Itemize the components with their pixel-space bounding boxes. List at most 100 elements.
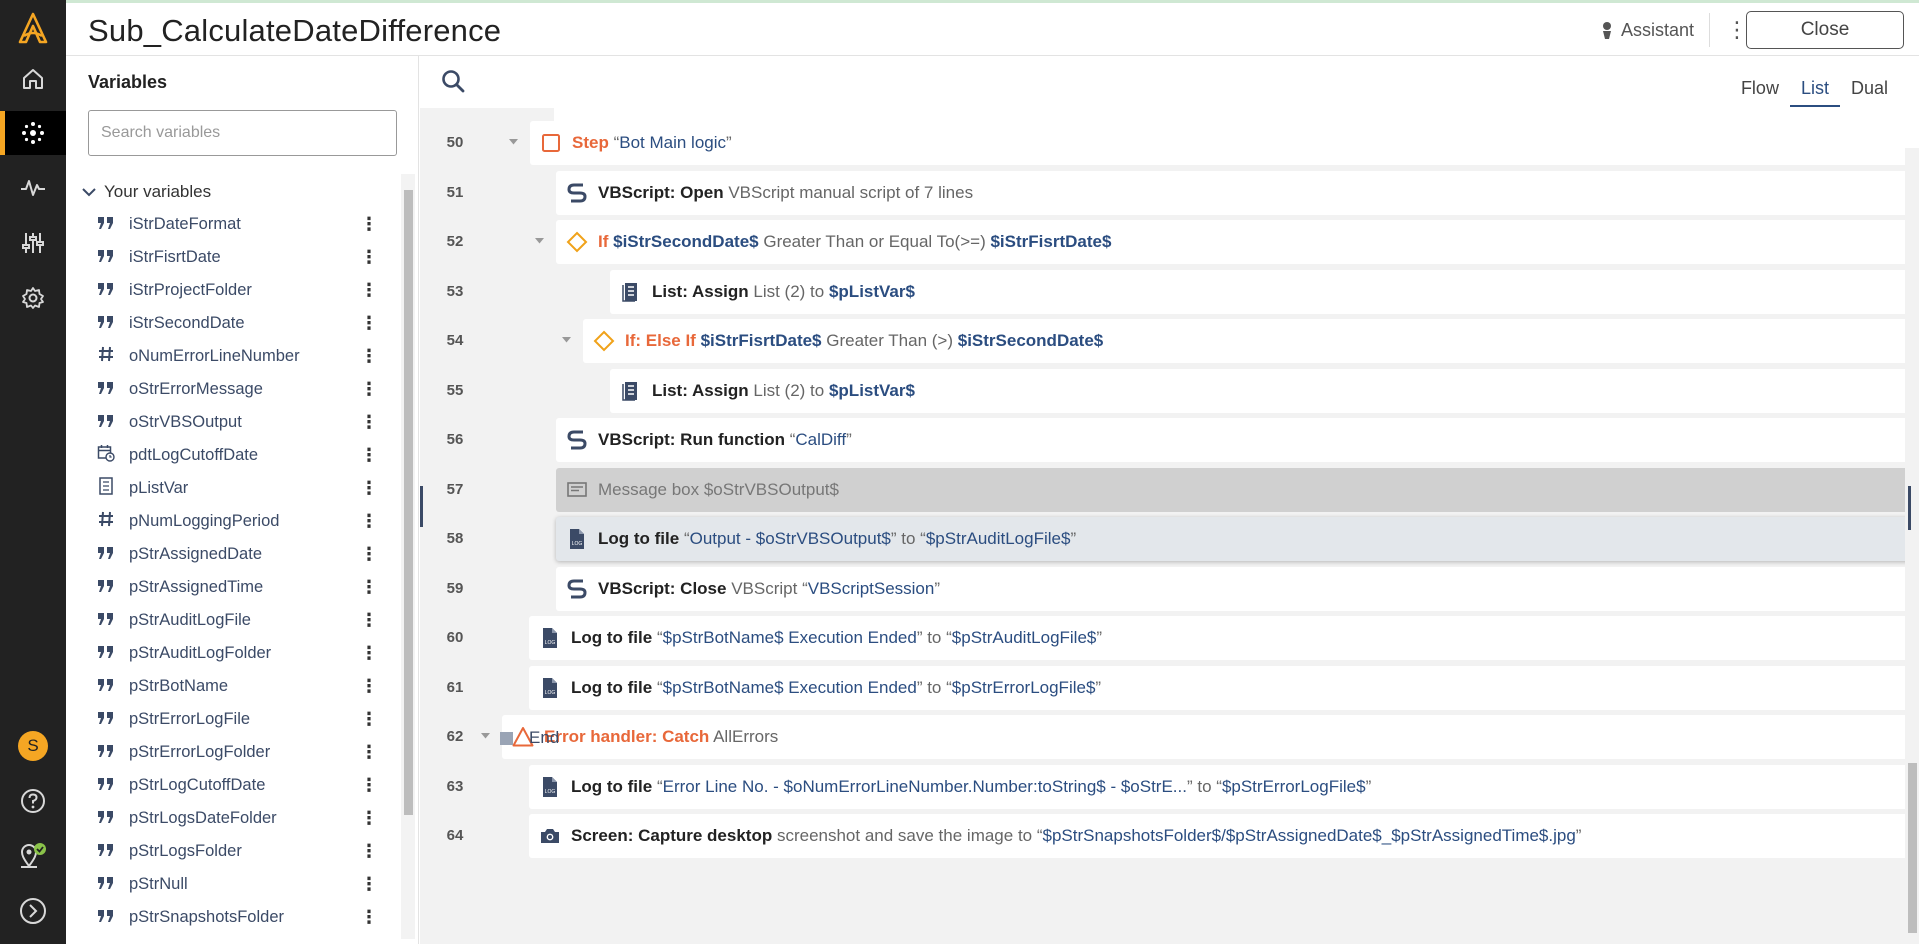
- search-icon[interactable]: [440, 68, 468, 96]
- variable-item[interactable]: iStrFisrtDate ⋮: [66, 241, 396, 274]
- variable-item[interactable]: oStrErrorMessage ⋮: [66, 373, 396, 406]
- variable-menu-icon[interactable]: ⋮: [360, 709, 378, 729]
- variable-item[interactable]: pStrAssignedDate⋮: [66, 538, 396, 571]
- collapse-chevron-icon[interactable]: [508, 135, 519, 149]
- variable-name: oStrErrorMessage: [129, 380, 263, 398]
- variable-menu-icon[interactable]: ⋮: [360, 907, 378, 927]
- your-variables-toggle[interactable]: Your variables: [82, 182, 211, 202]
- variable-item[interactable]: pStrBotName⋮: [66, 670, 396, 703]
- collapse-chevron-icon[interactable]: [534, 234, 545, 248]
- assistant-button[interactable]: Assistant: [1601, 20, 1694, 41]
- variable-item[interactable]: pStrLogsDateFolder⋮: [66, 802, 396, 835]
- variable-menu-icon[interactable]: ⋮: [360, 874, 378, 894]
- statement-row[interactable]: Error handler: Catch AllErrors: [502, 715, 1919, 759]
- variable-menu-icon[interactable]: ⋮: [360, 775, 378, 795]
- variable-item[interactable]: pStrErrorLogFolder⋮: [66, 736, 396, 769]
- variable-menu-icon[interactable]: ⋮: [360, 346, 378, 366]
- manage-sliders-icon[interactable]: [0, 221, 66, 265]
- variable-item[interactable]: pListVar⋮: [66, 472, 396, 505]
- end-label: End: [529, 728, 560, 747]
- variable-menu-icon[interactable]: ⋮: [360, 610, 378, 630]
- more-options-icon[interactable]: ⋮: [1726, 17, 1748, 42]
- collapse-chevron-icon[interactable]: [480, 729, 491, 743]
- statement-text: Error Line No. - $oNumErrorLineNumber.Nu…: [662, 777, 1187, 796]
- variable-item[interactable]: iStrDateFormat⋮: [66, 208, 396, 241]
- statement-row[interactable]: Message box $oStrVBSOutput$: [556, 468, 1919, 512]
- variable-item[interactable]: oStrVBSOutput ⋮: [66, 406, 396, 439]
- variable-menu-icon[interactable]: ⋮: [360, 379, 378, 399]
- variable-menu-icon[interactable]: ⋮: [360, 478, 378, 498]
- header-divider: [1709, 13, 1710, 47]
- variable-item[interactable]: oNumErrorLineNumber⋮: [66, 340, 396, 373]
- variable-item[interactable]: pStrNull⋮: [66, 868, 396, 901]
- variable-item[interactable]: iStrProjectFolder⋮: [66, 274, 396, 307]
- variable-name: iStrFisrtDate: [129, 248, 221, 266]
- variable-menu-icon[interactable]: ⋮: [360, 445, 378, 465]
- automation-anywhere-logo-icon[interactable]: [0, 4, 66, 52]
- variable-item[interactable]: pStrErrorLogFile⋮: [66, 703, 396, 736]
- variable-item[interactable]: pStrAuditLogFolder⋮: [66, 637, 396, 670]
- statement-row[interactable]: If $iStrSecondDate$ Greater Than or Equa…: [556, 220, 1919, 264]
- svg-text:LOG: LOG: [572, 541, 583, 547]
- statement-row[interactable]: List: Assign List (2) to $pListVar$: [610, 369, 1919, 413]
- tab-list[interactable]: List: [1789, 78, 1840, 107]
- statement-row[interactable]: If: Else If $iStrFisrtDate$ Greater Than…: [583, 319, 1919, 363]
- settings-gear-icon[interactable]: [0, 276, 66, 320]
- variable-item[interactable]: pNumLoggingPeriod⋮: [66, 505, 396, 538]
- svg-text:LOG: LOG: [545, 640, 556, 646]
- location-check-icon[interactable]: [0, 834, 66, 878]
- collapse-chevron-icon[interactable]: [561, 333, 572, 347]
- help-icon[interactable]: [0, 779, 66, 823]
- variable-name: oStrVBSOutput: [129, 413, 242, 431]
- close-button[interactable]: Close: [1746, 11, 1904, 49]
- home-icon[interactable]: [0, 57, 66, 101]
- variable-item[interactable]: iStrSecondDate⋮: [66, 307, 396, 340]
- variable-item[interactable]: pStrAuditLogFile⋮: [66, 604, 396, 637]
- tab-flow[interactable]: Flow: [1740, 78, 1779, 98]
- automation-icon[interactable]: [0, 111, 66, 155]
- quote-string-icon: [93, 577, 119, 598]
- variable-menu-icon[interactable]: ⋮: [360, 643, 378, 663]
- variable-menu-icon[interactable]: ⋮: [360, 676, 378, 696]
- tab-dual[interactable]: Dual: [1850, 78, 1888, 98]
- variable-item[interactable]: pdtLogCutoffDate⋮: [66, 439, 396, 472]
- statement-row[interactable]: VBScript: Close VBScript “VBScriptSessio…: [556, 567, 1919, 611]
- statement-text: ”: [846, 430, 852, 449]
- variable-menu-icon[interactable]: ⋮: [360, 412, 378, 432]
- variable-menu-icon[interactable]: ⋮: [360, 511, 378, 531]
- variable-menu-icon[interactable]: ⋮: [360, 742, 378, 762]
- expand-nav-icon[interactable]: [0, 889, 66, 933]
- variable-item[interactable]: pStrLogsFolder⋮: [66, 835, 396, 868]
- statement-row[interactable]: VBScript: Run function “CalDiff”: [556, 418, 1919, 462]
- statement-row[interactable]: Step “Bot Main logic”: [530, 121, 1919, 165]
- log-file-icon: LOG: [566, 528, 588, 550]
- variables-scrollbar[interactable]: [401, 174, 415, 939]
- variables-scrollbar-thumb[interactable]: [404, 190, 413, 815]
- user-avatar[interactable]: S: [0, 724, 66, 768]
- variable-menu-icon[interactable]: ⋮: [360, 808, 378, 828]
- variable-menu-icon[interactable]: ⋮: [360, 313, 378, 333]
- variable-menu-icon[interactable]: ⋮: [360, 247, 378, 267]
- canvas-scrollbar[interactable]: [1905, 148, 1919, 944]
- statement-row[interactable]: List: Assign List (2) to $pListVar$: [610, 270, 1919, 314]
- statement-row-partial[interactable]: [554, 108, 1919, 124]
- variable-menu-icon[interactable]: ⋮: [360, 544, 378, 564]
- variable-menu-icon[interactable]: ⋮: [360, 841, 378, 861]
- statement-row[interactable]: VBScript: Open VBScript manual script of…: [556, 171, 1919, 215]
- variable-menu-icon[interactable]: ⋮: [360, 214, 378, 234]
- activity-icon[interactable]: [0, 166, 66, 210]
- variable-item[interactable]: pStrSnapshotsFolder⋮: [66, 901, 396, 934]
- statement-row[interactable]: Screen: Capture desktop screenshot and s…: [529, 814, 1919, 858]
- statement-text: Log to file: [571, 628, 653, 647]
- variable-menu-icon[interactable]: ⋮: [360, 577, 378, 597]
- variable-item[interactable]: pStrAssignedTime⋮: [66, 571, 396, 604]
- canvas-scrollbar-thumb[interactable]: [1908, 763, 1917, 933]
- variable-menu-icon[interactable]: ⋮: [360, 280, 378, 300]
- variable-item[interactable]: pStrLogCutoffDate⋮: [66, 769, 396, 802]
- search-variables-input[interactable]: [88, 110, 397, 156]
- statement-text: $iStrFisrtDate$: [990, 232, 1112, 251]
